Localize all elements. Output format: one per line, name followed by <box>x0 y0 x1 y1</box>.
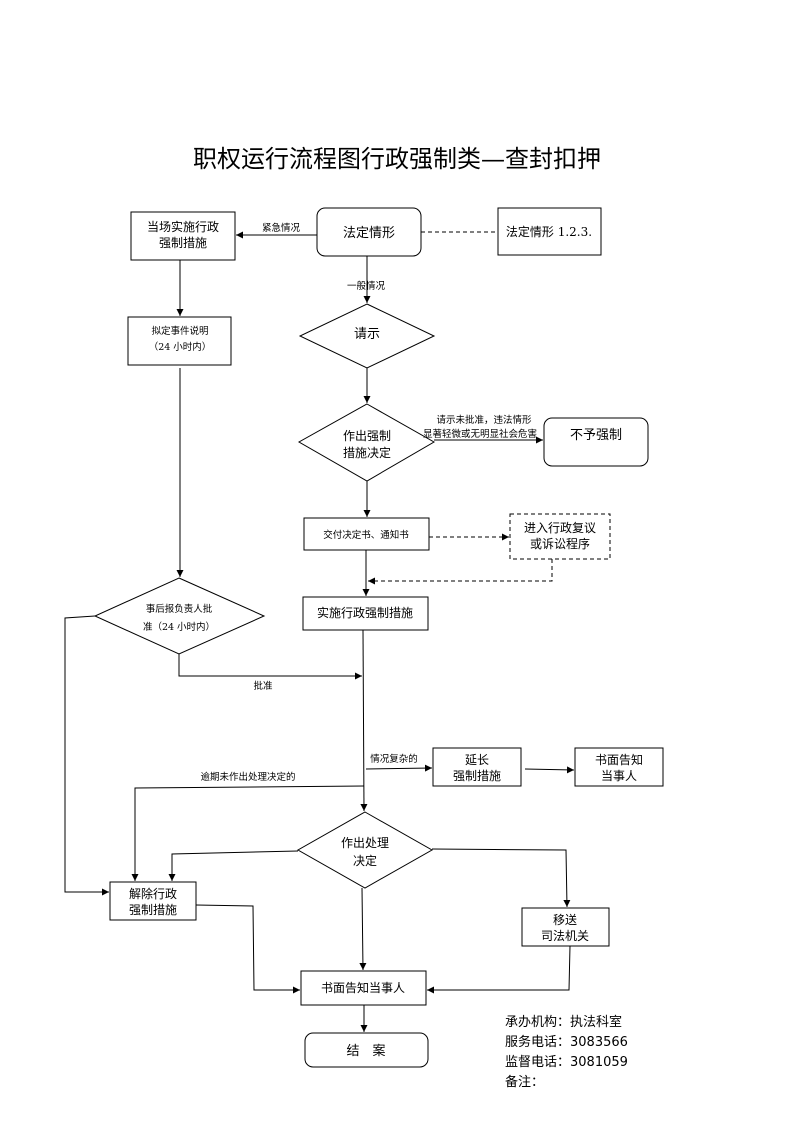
process-decision-text-1: 作出处理 <box>341 836 389 850</box>
arrow-process-to-notify <box>359 887 367 971</box>
notify-extension-box <box>574 747 664 787</box>
supervise-phone-line: 监督电话：3081059 <box>505 1055 628 1070</box>
legal-situation-text: 法定情形 <box>343 226 395 241</box>
close-case-text: 结 案 <box>346 1044 385 1059</box>
onsite-measure-box <box>130 211 236 261</box>
implement-measure-box <box>302 596 429 631</box>
release-measure-text-2: 强制措施 <box>129 903 177 917</box>
transfer-judicial-text-1: 移送 <box>553 912 577 927</box>
arrow-release-to-notify <box>195 904 300 994</box>
label-urgent: 紧急情况 <box>262 222 301 234</box>
service-phone-line: 服务电话：3083566 <box>505 1035 628 1050</box>
no-enforcement-text: 不予强制 <box>570 428 622 443</box>
report-approval-text-2: 准（24 小时内） <box>143 621 215 633</box>
notify-extension-text-2: 当事人 <box>601 769 637 783</box>
implement-measure-text: 实施行政强制措施 <box>317 605 413 620</box>
arrow-review-back <box>368 559 553 585</box>
arrow-transfer-to-notify <box>427 945 571 994</box>
extend-measure-text-2: 强制措施 <box>453 769 501 783</box>
remarks-line: 备注： <box>505 1075 545 1090</box>
notify-party-box <box>300 970 427 1006</box>
arrow-process-to-transfer <box>431 848 571 908</box>
deliver-decision-text: 交付决定书、通知书 <box>323 529 409 541</box>
deliver-decision-box <box>303 517 430 551</box>
report-approval-diamond <box>93 577 266 655</box>
no-enforcement-box <box>543 417 649 467</box>
draft-explanation-box <box>127 316 232 366</box>
review-litigation-box <box>509 513 611 560</box>
label-approved: 批准 <box>253 680 273 692</box>
notify-party-text: 书面告知当事人 <box>321 981 405 995</box>
transfer-judicial-text-2: 司法机关 <box>541 929 589 943</box>
arrow-approved <box>178 654 362 680</box>
draft-explanation-text-2: （24 小时内） <box>149 341 212 353</box>
arrow-implement-to-process <box>360 629 368 812</box>
transfer-judicial-box <box>521 907 610 947</box>
arrow-process-to-release <box>168 850 299 881</box>
arrow-extend-to-notify <box>524 766 575 774</box>
onsite-measure-text-1: 当场实施行政 <box>147 219 219 234</box>
legal-situation-ref-box <box>497 207 602 256</box>
onsite-measure-text-2: 强制措施 <box>159 236 207 250</box>
arrow-complex-to-extend <box>365 764 433 772</box>
label-rejected-2: 显著轻微或无明显社会危害 <box>423 428 537 440</box>
process-decision-text-2: 决定 <box>353 853 377 868</box>
release-measure-box <box>109 881 197 921</box>
arrow-report-to-release <box>64 615 109 896</box>
contact-info: 承办机构：执法科室 服务电话：3083566 监督电话：3081059 备注： <box>505 1013 628 1093</box>
close-case-box <box>304 1032 429 1068</box>
label-general: 一般情况 <box>347 280 386 292</box>
arrow-overdue-to-release <box>131 785 365 881</box>
draft-explanation-text-1: 拟定事件说明 <box>151 325 208 337</box>
decide-measure-text-1: 作出强制 <box>343 429 391 443</box>
request-text: 请示 <box>354 327 380 342</box>
org-line: 承办机构：执法科室 <box>505 1015 623 1030</box>
notify-extension-text-1: 书面告知 <box>595 753 643 767</box>
page-title: 职权运行流程图行政强制类—查封扣押 <box>193 145 601 173</box>
release-measure-text-1: 解除行政 <box>129 886 177 901</box>
process-decision-diamond <box>296 811 434 889</box>
report-approval-text-1: 事后报负责人批 <box>146 603 213 615</box>
extend-measure-box <box>432 747 522 787</box>
label-complex: 情况复杂的 <box>370 753 418 765</box>
label-overdue: 逾期未作出处理决定的 <box>200 771 295 783</box>
label-rejected-1: 请示未批准，违法情形 <box>436 414 532 426</box>
review-litigation-text-2: 或诉讼程序 <box>530 536 590 551</box>
extend-measure-text-1: 延长 <box>465 753 489 767</box>
review-litigation-text-1: 进入行政复议 <box>524 521 596 535</box>
decide-measure-text-2: 措施决定 <box>343 445 391 460</box>
legal-situation-ref-text: 法定情形 1.2.3. <box>506 224 592 239</box>
